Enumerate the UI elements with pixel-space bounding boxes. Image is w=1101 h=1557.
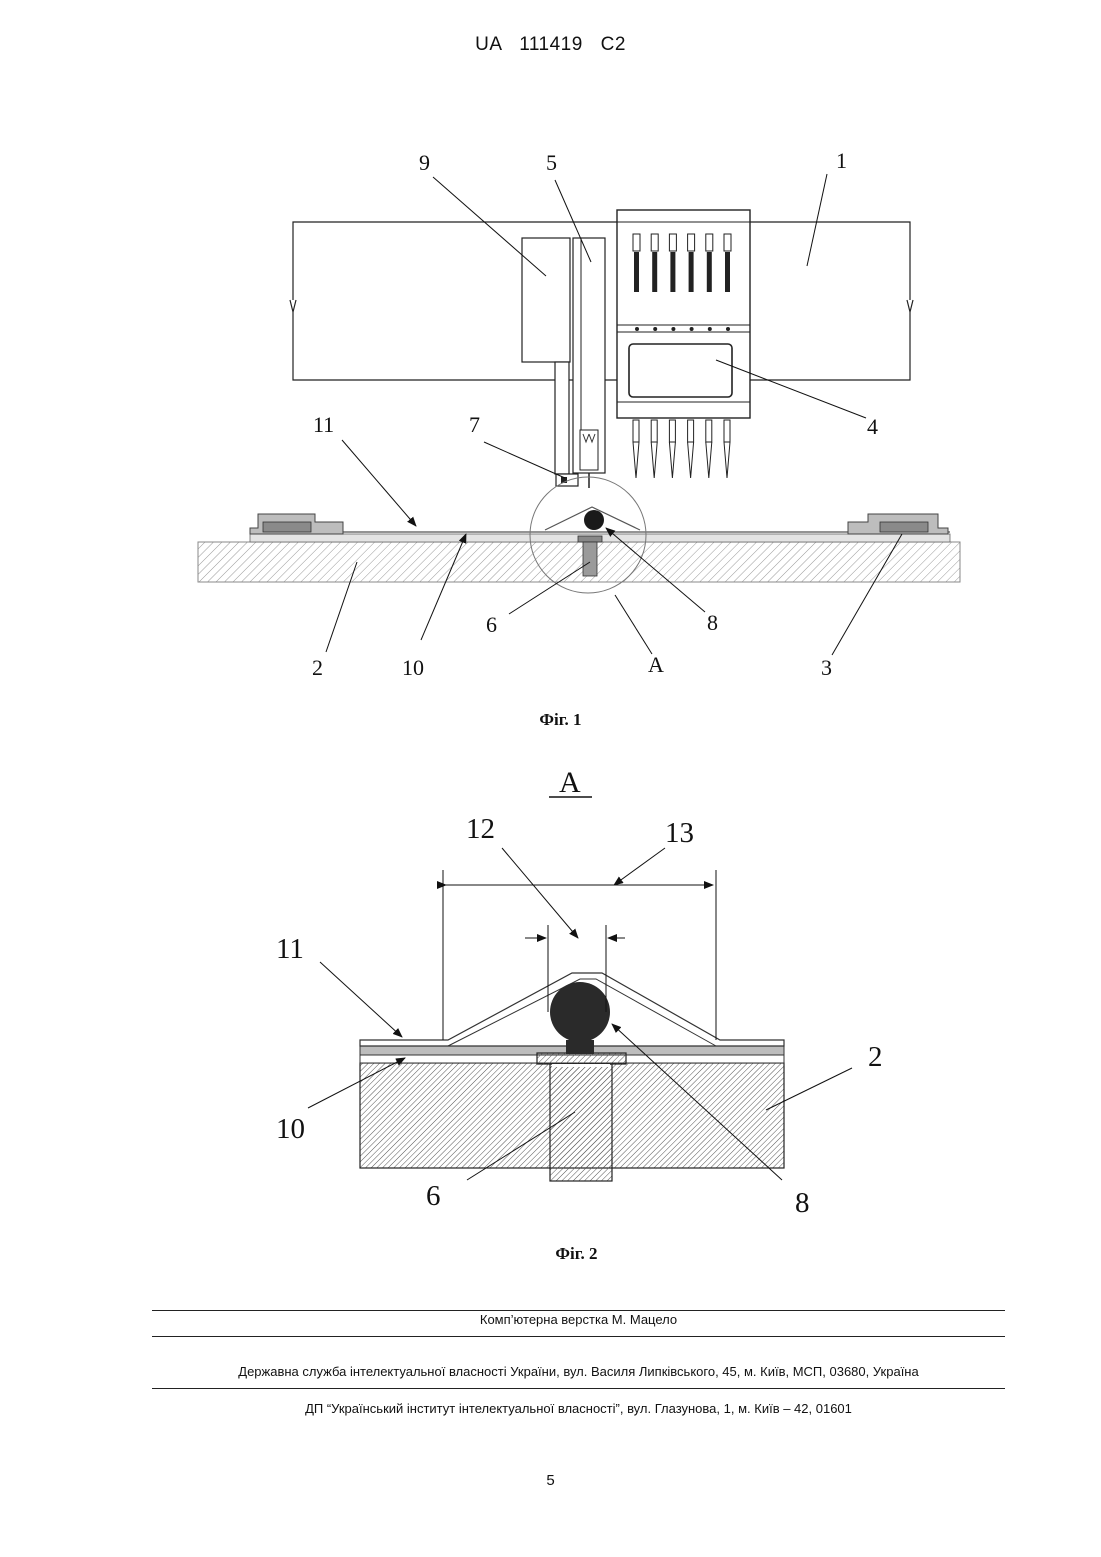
label-9: 9 <box>419 150 430 175</box>
needle <box>724 442 730 478</box>
figure-2-caption: Фіг. 2 <box>0 1244 1101 1264</box>
needles <box>633 420 730 478</box>
clamp-right <box>848 514 948 534</box>
needle <box>633 442 639 478</box>
rivet <box>635 327 639 331</box>
section-title-a: A <box>559 766 581 799</box>
dispenser-5 <box>573 238 605 488</box>
label-2: 2 <box>312 655 323 680</box>
tension-rod <box>725 252 730 292</box>
tension-rod <box>652 252 657 292</box>
tension-rod-cap <box>633 234 640 251</box>
label-5: 5 <box>546 150 557 175</box>
label-10: 10 <box>402 655 424 680</box>
label-1: 1 <box>836 148 847 173</box>
rod-7 <box>555 362 569 474</box>
layer-11-tent <box>360 973 784 1046</box>
needle-bar <box>688 420 694 442</box>
label-7: 7 <box>469 412 480 437</box>
needle-bar <box>669 420 675 442</box>
needle-bar <box>651 420 657 442</box>
footer-rule <box>152 1388 1005 1389</box>
clamp-left <box>250 514 343 534</box>
label-6: 6 <box>426 1180 441 1212</box>
needle <box>669 442 675 478</box>
block-9 <box>522 238 570 362</box>
tension-rod-cap <box>651 234 658 251</box>
rivet <box>671 327 675 331</box>
label-10: 10 <box>276 1113 305 1145</box>
label-11: 11 <box>276 933 304 965</box>
ball-8 <box>584 510 604 530</box>
label-a: A <box>648 652 664 677</box>
tension-rod <box>634 252 639 292</box>
table-2 <box>198 542 960 582</box>
label-6: 6 <box>486 612 497 637</box>
base-plate-2 <box>360 1063 784 1168</box>
needle-bar <box>706 420 712 442</box>
needle <box>706 442 712 478</box>
label-2: 2 <box>868 1041 883 1073</box>
needle <box>651 442 657 478</box>
label-8: 8 <box>707 610 718 635</box>
label-3: 3 <box>821 655 832 680</box>
ball-8 <box>550 982 610 1042</box>
rivet <box>726 327 730 331</box>
needle-bar <box>633 420 639 442</box>
pin-6 <box>537 1053 626 1181</box>
footer-ip-institute: ДП “Український інститут інтелектуальної… <box>152 1401 1005 1416</box>
rivet <box>653 327 657 331</box>
footer-ip-service: Державна служба інтелектуальної власност… <box>152 1364 1005 1379</box>
figure-1: 9 5 1 4 11 7 6 8 2 10 A 3 <box>0 0 1101 760</box>
layer-10 <box>360 1046 784 1055</box>
tension-rod-cap <box>706 234 713 251</box>
label-13: 13 <box>665 817 694 849</box>
leader-lines <box>326 174 902 655</box>
needle <box>688 442 694 478</box>
rivet <box>708 327 712 331</box>
label-8: 8 <box>795 1187 810 1219</box>
tension-rod <box>670 252 675 292</box>
leader-lines-fig2 <box>308 962 852 1180</box>
label-11: 11 <box>313 412 334 437</box>
tension-rod-cap <box>669 234 676 251</box>
pin-6 <box>583 542 597 576</box>
footer-layout-credit: Комп’ютерна верстка М. Мацело <box>152 1312 1005 1327</box>
tension-rod-cap <box>724 234 731 251</box>
dimension-13 <box>443 848 716 1040</box>
figure-1-caption: Фіг. 1 <box>0 710 1101 730</box>
tension-rod <box>689 252 694 292</box>
pin-head-6 <box>578 536 602 542</box>
label-12: 12 <box>466 813 495 845</box>
footer-rule <box>152 1310 1005 1311</box>
label-4: 4 <box>867 414 878 439</box>
tension-rod <box>707 252 712 292</box>
needle-bar <box>724 420 730 442</box>
footer-rule <box>152 1336 1005 1337</box>
tension-rod-cap <box>688 234 695 251</box>
dimension-12 <box>502 848 625 1012</box>
rivet <box>690 327 694 331</box>
page-number: 5 <box>0 1472 1101 1489</box>
